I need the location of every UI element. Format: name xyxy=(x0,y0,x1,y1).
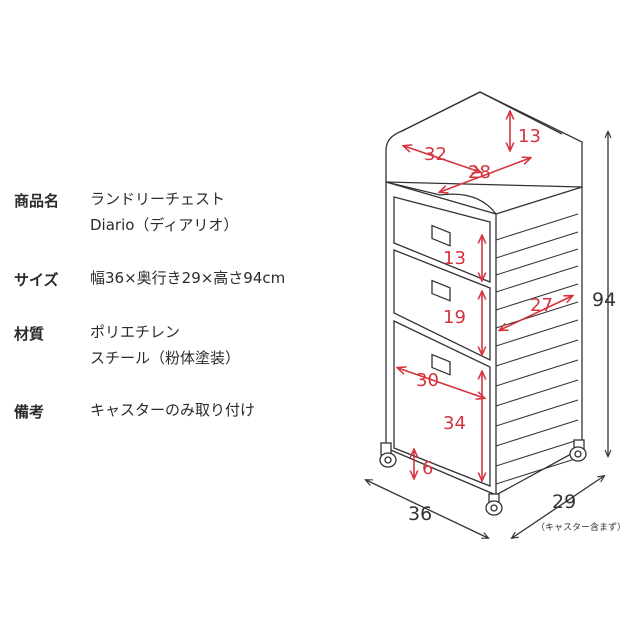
label-top-inner: 28 xyxy=(468,162,491,183)
spec-table: 商品名 ランドリーチェスト Diario（ディアリオ） サイズ 幅36×奥行き2… xyxy=(14,186,285,423)
spec-value-name-line2: Diario（ディアリオ） xyxy=(90,216,239,234)
casters xyxy=(379,439,587,516)
side-ribs xyxy=(495,213,579,485)
spec-value-size: 幅36×奥行き29×高さ94cm xyxy=(90,265,285,291)
chest-body xyxy=(385,91,583,496)
spec-label-name: 商品名 xyxy=(14,192,60,210)
spec-value-name-line1: ランドリーチェスト xyxy=(90,190,226,208)
dim-depth-arrow xyxy=(512,476,604,538)
spec-value-name: ランドリーチェスト Diario（ディアリオ） xyxy=(90,186,238,238)
caster-back-right xyxy=(569,439,587,462)
spec-value-material: ポリエチレン スチール（粉体塗装） xyxy=(90,319,240,371)
dim-drawer-depth-arrow xyxy=(500,296,572,330)
spec-value-notes: キャスターのみ取り付け xyxy=(90,397,255,423)
label-top-depth: 13 xyxy=(518,126,541,147)
black-dimension-lines xyxy=(366,132,608,538)
drawer-1-handle xyxy=(431,224,451,247)
top-basket-rim xyxy=(385,181,497,232)
label-drawer3-width: 30 xyxy=(416,370,439,391)
label-drawer3-height: 34 xyxy=(443,413,466,434)
spec-label-notes: 備考 xyxy=(14,403,45,421)
base-frame xyxy=(385,447,583,496)
label-drawer2-height: 19 xyxy=(443,307,466,328)
drawer-2-handle xyxy=(431,279,451,302)
dim-top-inner-arrow xyxy=(440,158,530,192)
spec-value-notes-line1: キャスターのみ取り付け xyxy=(90,401,256,419)
drawer-1-front xyxy=(393,196,491,283)
spec-label-material: 材質 xyxy=(14,325,45,343)
drawer-2-front xyxy=(393,249,491,362)
drawer-3-front xyxy=(393,319,491,487)
label-total-height: 94 xyxy=(592,289,616,311)
red-dimension-lines xyxy=(398,112,572,480)
label-depth-note: （キャスター含まず） xyxy=(536,521,626,533)
top-basket xyxy=(385,91,583,215)
label-drawer-depth: 27 xyxy=(530,295,553,316)
caster-front-center xyxy=(485,493,503,516)
spec-value-size-line1: 幅36×奥行き29×高さ94cm xyxy=(90,269,286,287)
label-depth: 29 xyxy=(552,491,576,513)
spec-value-material-line1: ポリエチレン xyxy=(90,323,181,341)
dim-drawer3-width-arrow xyxy=(398,368,484,398)
spec-label-size: サイズ xyxy=(14,271,59,289)
top-basket-inner-back xyxy=(401,91,563,135)
caster-front-left xyxy=(379,442,397,468)
label-caster-clearance: 6 xyxy=(422,458,433,479)
spec-value-material-line2: スチール（粉体塗装） xyxy=(90,349,241,367)
label-width: 36 xyxy=(408,503,432,525)
label-drawer1-height: 13 xyxy=(443,248,466,269)
dim-width-arrow xyxy=(366,480,488,538)
label-top-width: 32 xyxy=(424,144,447,165)
